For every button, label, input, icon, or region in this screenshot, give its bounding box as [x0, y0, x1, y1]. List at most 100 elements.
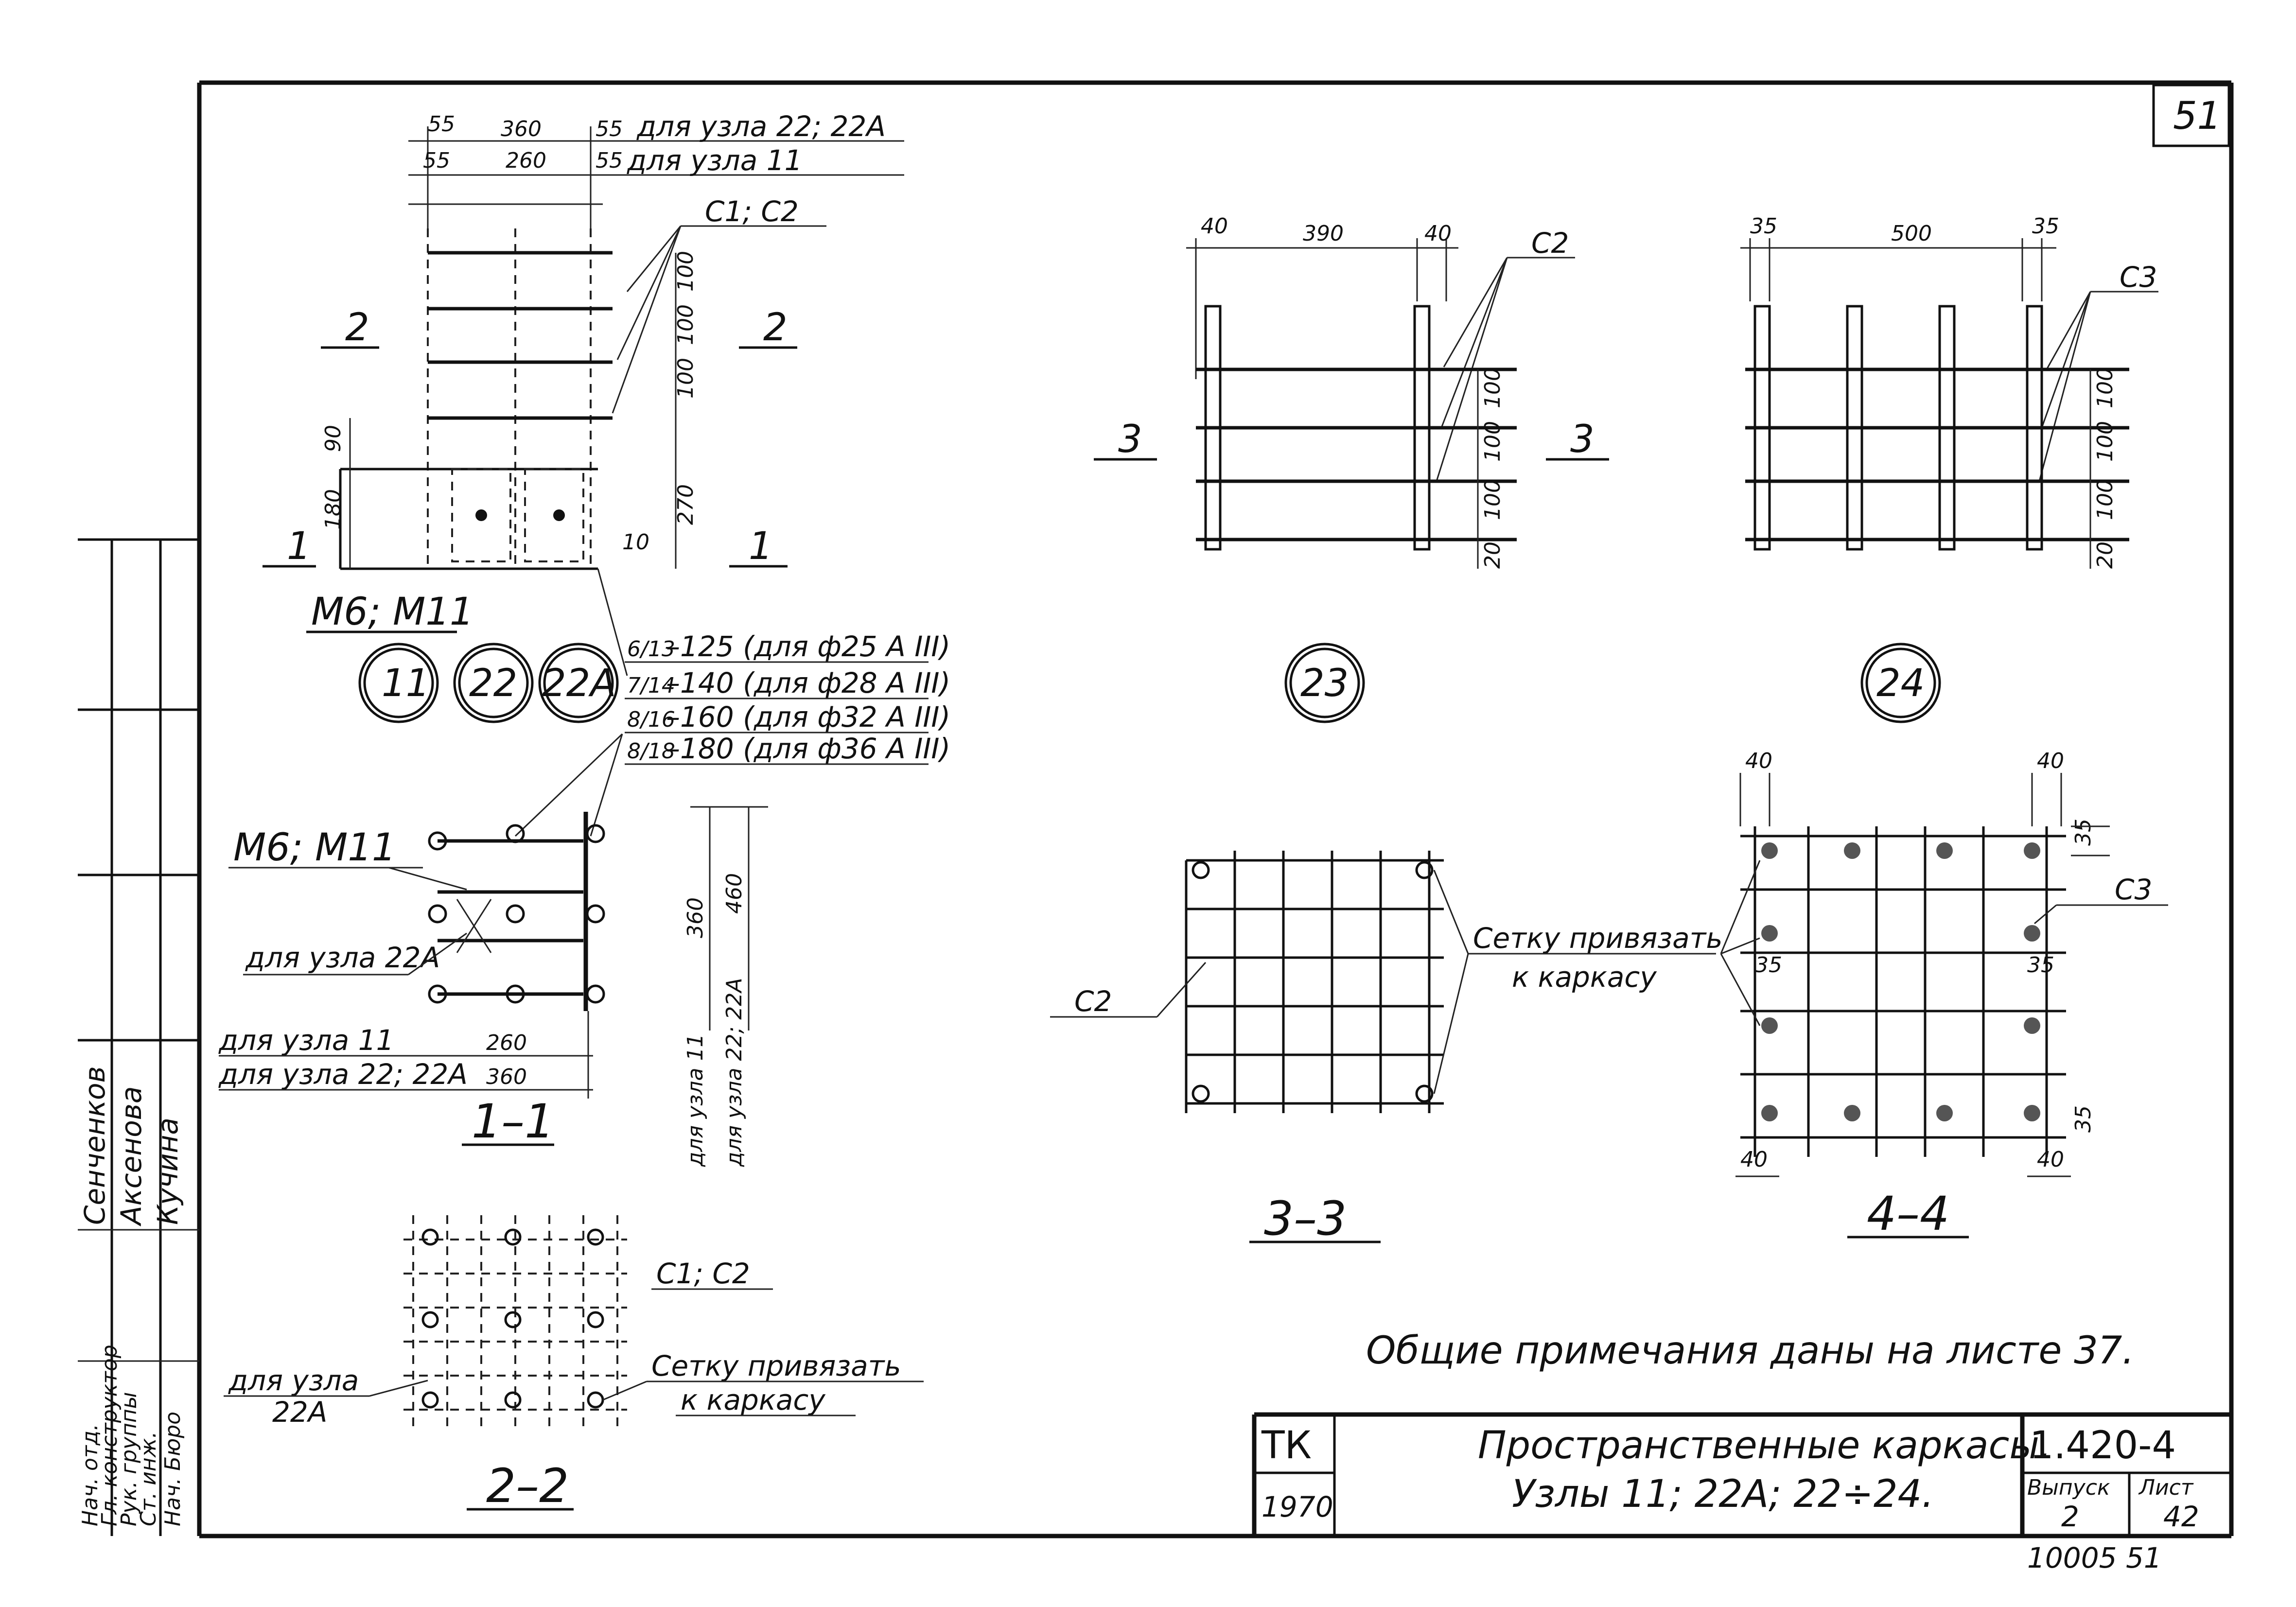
dim-11-value: 260: [486, 1031, 527, 1055]
node-23-cut-right: 3: [1570, 418, 1595, 461]
dim-100: 100: [673, 358, 698, 399]
node-circle-22a: 22А: [542, 662, 616, 705]
general-note: Общие примечания даны на листе 37.: [1366, 1329, 2134, 1373]
stamp-name: Аксенова: [115, 1086, 148, 1227]
section-3-3-tie-2: к каркасу: [1512, 961, 1657, 994]
section-2-2-title: 2–2: [486, 1459, 569, 1513]
section-1-1-node-note: для узла 22А: [245, 941, 440, 974]
section-1-1: М6; М11 для узла 22А для узла 11 260 для…: [218, 806, 768, 1168]
page-number: 51: [2173, 94, 2221, 138]
node-circle-11: 11: [382, 662, 430, 705]
vert-note-22: для узла 22; 22А: [722, 978, 747, 1167]
sheet-frame: [197, 80, 2234, 1538]
svg-text:–180 (для ф36 А III): –180 (для ф36 А III): [666, 732, 950, 765]
dim-390: 390: [1303, 221, 1344, 246]
section-3-3-title: 3–3: [1264, 1191, 1347, 1246]
series-number: 1.420-4: [2030, 1424, 2176, 1467]
svg-text:–160 (для ф32 А III): –160 (для ф32 А III): [666, 700, 950, 734]
node-24: 35 500 35 С3 100 100 100 20 24: [1740, 214, 2158, 723]
issue-value: 2: [2061, 1500, 2079, 1533]
dim-100: 100: [2093, 421, 2118, 462]
dim-100: 100: [2093, 367, 2118, 408]
dim-35: 35: [1750, 214, 1777, 239]
drawing-title-2: Узлы 11; 22А; 22÷24.: [1512, 1472, 1934, 1516]
dim-40-top-left: 40: [1745, 749, 1772, 773]
org-code: ТК: [1261, 1424, 1312, 1467]
section-1-1-anchor: М6; М11: [233, 826, 396, 870]
node-24-mesh: С3: [2120, 261, 2157, 294]
section-2-2-tie-note-2: к каркасу: [681, 1383, 825, 1416]
dim-40-bottom-right: 40: [2037, 1147, 2064, 1172]
mesh-c1-c2-label: С1; С2: [705, 195, 799, 228]
dim-100: 100: [673, 304, 698, 345]
title-block: ТК 1970 Пространственные каркасы. Узлы 1…: [1252, 1412, 2231, 1536]
dim-360: 360: [501, 117, 542, 141]
anchor-label: М6; М11: [311, 590, 474, 634]
svg-text:6/13: 6/13: [627, 637, 675, 662]
node-23-cut-left: 3: [1118, 418, 1142, 461]
dim-100: 100: [1480, 479, 1505, 520]
dim-55: 55: [428, 112, 455, 137]
callout-125: 6/13 –125 (для ф25 А III): [625, 630, 950, 663]
year: 1970: [1262, 1490, 1333, 1523]
node-23-mesh: С2: [1531, 227, 1569, 260]
dim-40-top-right: 40: [2037, 749, 2064, 773]
dim-270: 270: [673, 484, 698, 525]
cut-1-left: 1: [287, 524, 311, 568]
node-circle-24: 24: [1876, 662, 1925, 705]
stamp-role: Нач. отд.: [78, 1424, 103, 1526]
dim-180: 180: [321, 489, 346, 530]
stamp-role: Ст. инж.: [136, 1432, 161, 1526]
dim-11-label: для узла 11: [218, 1024, 394, 1057]
dim-460-v: 460: [722, 873, 747, 914]
dim-100: 100: [673, 251, 698, 292]
dim-55: 55: [423, 148, 450, 173]
sheet-value: 42: [2163, 1500, 2199, 1533]
stamp-role: Гл. конструктор: [97, 1345, 122, 1526]
stamp-name: Кучина: [151, 1118, 184, 1225]
section-3-3: С2 Сетку привязать к каркасу 3–3: [1050, 851, 1723, 1246]
dim-40: 40: [1424, 221, 1452, 246]
cut-2-left: 2: [345, 306, 369, 349]
vert-note-11: для узла 11: [683, 1034, 708, 1168]
svg-text:–140 (для ф28 А III): –140 (для ф28 А III): [666, 666, 950, 699]
svg-text:8/16: 8/16: [627, 707, 675, 732]
archive-mark: 10005 51: [2027, 1541, 2162, 1574]
dim-100: 100: [1480, 367, 1505, 408]
node-22-note: для узла 22; 22А: [636, 110, 886, 143]
callout-160: 8/16 –160 (для ф32 А III): [625, 700, 950, 734]
sheet-label: Лист: [2138, 1475, 2194, 1500]
dim-35-b: 35: [1755, 953, 1782, 978]
section-2-2-mesh: С1; С2: [656, 1257, 750, 1290]
dim-100: 100: [1480, 421, 1505, 462]
dim-90: 90: [321, 425, 346, 452]
dim-100: 100: [2093, 479, 2118, 520]
section-3-3-mesh: С2: [1074, 985, 1112, 1018]
section-2-2-node-note-2: 22А: [272, 1396, 327, 1429]
stamp-role: Нач. Бюро: [160, 1412, 185, 1526]
dim-22-label: для узла 22; 22А: [218, 1058, 468, 1091]
svg-text:8/18: 8/18: [627, 739, 675, 764]
callout-140: 7/14 –140 (для ф28 А III): [625, 666, 950, 699]
dim-20: 20: [2093, 541, 2118, 569]
section-2-2: С1; С2 для узла 22А Сетку привязать к ка…: [224, 1215, 924, 1513]
dim-260: 260: [506, 148, 546, 173]
node-circle-23: 23: [1300, 662, 1349, 705]
left-stamp: Нач. отд. Гл. конструктор Рук. группы Ст…: [78, 538, 199, 1536]
section-2-2-node-note-1: для узла: [228, 1364, 359, 1397]
section-3-3-tie-1: Сетку привязать: [1473, 922, 1723, 955]
section-4-4: 40 40 35 35 35 35 40 40 С3 4–4: [1720, 749, 2168, 1241]
section-1-1-title: 1–1: [472, 1094, 554, 1149]
dim-35-d: 35: [2071, 1105, 2096, 1133]
node-circle-22: 22: [469, 662, 517, 705]
callout-180: 8/18 –180 (для ф36 А III): [625, 732, 950, 765]
dim-500: 500: [1891, 221, 1932, 246]
drawing-title-1: Пространственные каркасы.: [1478, 1424, 2051, 1467]
node-11-note: для узла 11: [627, 144, 803, 177]
svg-text:7/14: 7/14: [627, 673, 675, 698]
cut-2-right: 2: [763, 306, 788, 349]
dim-35-a: 35: [2071, 819, 2096, 846]
stamp-role: Рук. группы: [117, 1392, 141, 1526]
dim-55: 55: [596, 148, 623, 173]
